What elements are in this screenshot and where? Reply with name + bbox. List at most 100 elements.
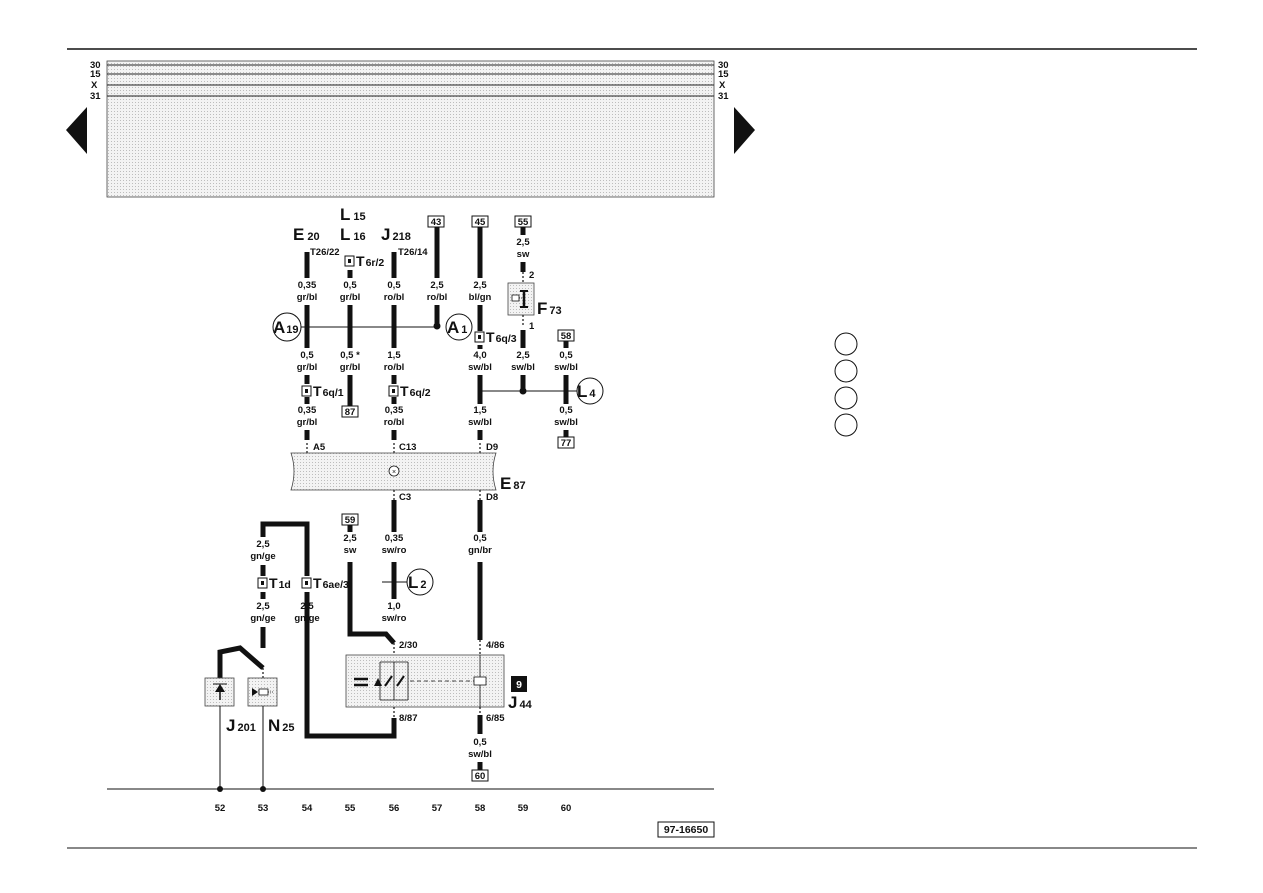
svg-text:0,35: 0,35 bbox=[385, 533, 404, 544]
svg-text:60: 60 bbox=[475, 771, 486, 782]
svg-text:0,5: 0,5 bbox=[559, 405, 573, 416]
svg-text:sw/bl: sw/bl bbox=[468, 362, 492, 373]
svg-text:0,5: 0,5 bbox=[343, 280, 357, 291]
svg-text:D9: D9 bbox=[486, 442, 498, 453]
connector-t6q1: T6q/1 bbox=[301, 383, 344, 399]
svg-text:D8: D8 bbox=[486, 492, 498, 503]
svg-text:2,5: 2,5 bbox=[430, 280, 444, 291]
svg-text:gn/ge: gn/ge bbox=[294, 613, 319, 624]
ref-box-58: 58 bbox=[557, 329, 575, 342]
svg-text:2: 2 bbox=[529, 270, 534, 281]
svg-text:sw/bl: sw/bl bbox=[468, 417, 492, 428]
svg-text:0,35: 0,35 bbox=[385, 405, 404, 416]
wire-segments-middle bbox=[290, 305, 526, 349]
svg-text:6/85: 6/85 bbox=[486, 713, 505, 724]
relay-number-badge: 9 bbox=[516, 679, 522, 691]
svg-text:gr/bl: gr/bl bbox=[340, 292, 361, 303]
svg-text:8/87: 8/87 bbox=[399, 713, 418, 724]
supply-rails bbox=[107, 64, 714, 97]
svg-text:sw: sw bbox=[344, 545, 357, 556]
rail-label: 30 bbox=[90, 60, 101, 71]
rail-label: X bbox=[91, 80, 98, 91]
svg-text:0,5: 0,5 bbox=[300, 350, 314, 361]
svg-text:2,5: 2,5 bbox=[516, 237, 530, 248]
rail-label: 15 bbox=[90, 69, 101, 80]
svg-text:T6q/3: T6q/3 bbox=[486, 329, 517, 345]
svg-text:ro/bl: ro/bl bbox=[384, 292, 405, 303]
svg-text:2,5: 2,5 bbox=[516, 350, 530, 361]
rail-labels-right: 30 15 X 31 bbox=[718, 60, 729, 102]
svg-text:0,5 *: 0,5 * bbox=[340, 350, 360, 361]
svg-text:1: 1 bbox=[529, 321, 535, 332]
svg-text:45: 45 bbox=[475, 217, 486, 228]
svg-text:sw/bl: sw/bl bbox=[554, 362, 578, 373]
ref-box-55: 55 bbox=[514, 215, 532, 228]
connector-t6q2: T6q/2 bbox=[388, 383, 431, 399]
svg-text:2,5: 2,5 bbox=[473, 280, 487, 291]
wire-labels-row3: 0,35 gr/bl 0,35 ro/bl 1,5 sw/bl 0,5 sw/b… bbox=[297, 405, 578, 428]
svg-text:T1d: T1d bbox=[269, 575, 291, 591]
svg-text:gn/ge: gn/ge bbox=[250, 551, 275, 562]
svg-text:43: 43 bbox=[431, 217, 442, 228]
legend-circle-icon bbox=[834, 413, 858, 437]
svg-text:ro/bl: ro/bl bbox=[384, 362, 405, 373]
connector-t26-22: T26/22 bbox=[310, 247, 340, 258]
e87-pin-leads-top bbox=[306, 443, 481, 453]
svg-text:C3: C3 bbox=[399, 492, 411, 503]
svg-text:2/30: 2/30 bbox=[399, 640, 418, 651]
ref-box-87: 87 bbox=[341, 405, 359, 418]
ref-box-43: 43 bbox=[427, 215, 445, 228]
rail-labels-left: 30 15 X 31 bbox=[90, 60, 101, 102]
e87-pin-labels-bottom: C3 D8 bbox=[399, 492, 498, 503]
svg-text:4/86: 4/86 bbox=[486, 640, 505, 651]
connector-t26-14: T26/14 bbox=[398, 247, 428, 258]
svg-text:gr/bl: gr/bl bbox=[340, 362, 361, 373]
svg-text:×: × bbox=[392, 469, 396, 476]
svg-text:T6r/2: T6r/2 bbox=[356, 253, 384, 269]
svg-text:bl/gn: bl/gn bbox=[469, 292, 492, 303]
rail-label: 30 bbox=[718, 60, 729, 71]
svg-text:gn/br: gn/br bbox=[468, 545, 492, 556]
track-number: 52 bbox=[215, 803, 226, 814]
connector-t6r2: T6r/2 bbox=[344, 253, 384, 269]
svg-text:ro/bl: ro/bl bbox=[427, 292, 448, 303]
component-a19-label: A19 bbox=[273, 318, 299, 337]
relay-panel bbox=[106, 60, 715, 198]
svg-text:sw/bl: sw/bl bbox=[511, 362, 535, 373]
svg-text:2,5: 2,5 bbox=[256, 601, 270, 612]
svg-text:59: 59 bbox=[345, 515, 356, 526]
legend-circle-icon bbox=[834, 359, 858, 383]
svg-text:sw/bl: sw/bl bbox=[468, 749, 492, 760]
legend-circle-icon bbox=[834, 386, 858, 410]
svg-text:T6ae/3: T6ae/3 bbox=[313, 575, 349, 591]
svg-text:0,5: 0,5 bbox=[559, 350, 573, 361]
next-page-arrow-icon[interactable] bbox=[734, 107, 755, 154]
svg-text:sw/ro: sw/ro bbox=[382, 545, 407, 556]
e87-pin-labels-top: A5 C13 D9 bbox=[313, 442, 498, 453]
previous-page-arrow-icon[interactable] bbox=[66, 107, 87, 154]
svg-text:0,5: 0,5 bbox=[473, 737, 487, 748]
wire-labels-row1: 0,35 gr/bl 0,5 gr/bl 0,5 ro/bl 2,5 ro/bl… bbox=[297, 237, 531, 303]
track-number: 53 bbox=[258, 803, 269, 814]
wire-segments-bottom bbox=[217, 500, 483, 770]
rail-label: X bbox=[719, 80, 726, 91]
svg-text:1,5: 1,5 bbox=[387, 350, 401, 361]
svg-text:gr/bl: gr/bl bbox=[297, 362, 318, 373]
svg-text:0,5: 0,5 bbox=[387, 280, 401, 291]
connector-t1d: T1d bbox=[257, 575, 291, 591]
ground-junction bbox=[217, 786, 223, 792]
legend-circles bbox=[834, 332, 858, 437]
ground-junction bbox=[260, 786, 266, 792]
